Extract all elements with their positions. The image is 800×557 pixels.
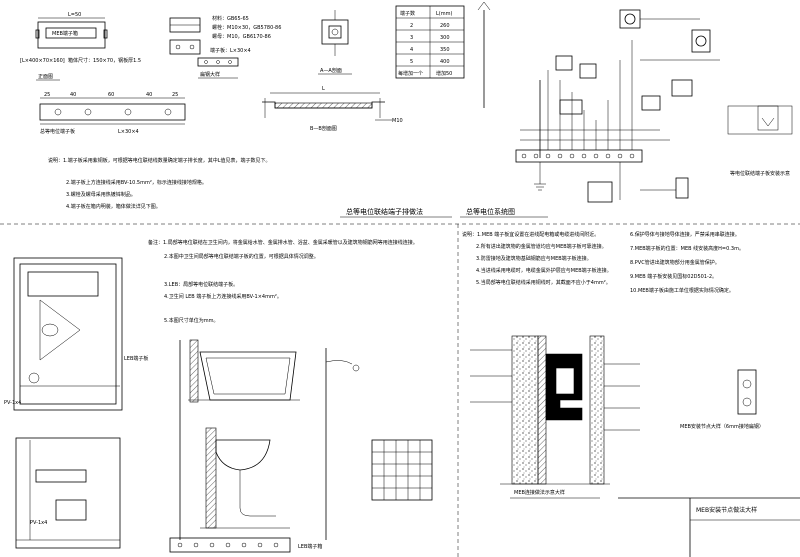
spec-caption: 扁钢大样 [200, 71, 220, 78]
table-cell: 3 [410, 35, 413, 41]
box-note: 箱体尺寸：150×70，钢板厚1.5 [68, 57, 141, 64]
title-block-text: MEB安装节点做法大样 [696, 506, 757, 514]
table-cell: 400 [440, 59, 450, 65]
table-cell: 增加50 [436, 70, 452, 77]
bar-note: L×30×4 [118, 129, 139, 135]
table-cell: 2 [410, 23, 413, 29]
section-bb: L M10 B—B剖面图 [262, 86, 403, 132]
table-cell: 260 [440, 23, 450, 29]
tile-grid [371, 439, 433, 501]
bar-dim-1: 40 [70, 92, 76, 98]
leb-terminal-bottom: LEB端子箱 [169, 537, 322, 553]
right-bolt-detail: MEB安装节点大样（6mm接地扁钢） [680, 369, 764, 430]
note-mid-1: 2.本图中卫生间局部等电位联结端子板的位置，可根据具体情况调整。 [164, 253, 319, 260]
notes-middle: 备注：1.局部等电位联结在卫生间内，将金属给水管、金属排水管、浴盆、金属采暖管以… [148, 239, 418, 324]
table-cell: 300 [440, 35, 450, 41]
terminal-bar-drawing: 25 40 60 40 25 总等电位端子板 L×30×4 [39, 92, 186, 135]
box-dim-top: L=50 [68, 12, 81, 18]
bar-dim-2: 60 [108, 92, 114, 98]
pv-label-plan: PV-1x4 [4, 400, 21, 406]
title-block: MEB安装节点做法大样 [618, 497, 800, 557]
spec-small: 端子板：L×30×4 [210, 47, 251, 54]
bathtub-detail [179, 339, 300, 540]
section-tag: M10 [392, 118, 403, 124]
meb-bottom-caption: MEB连接做法示意大样 [514, 489, 565, 496]
table-cell: 4 [410, 47, 413, 53]
bar-label: 总等电位端子板 [40, 128, 75, 135]
bar-dim-3: 40 [146, 92, 152, 98]
note-rl-2: 3.防雷接地及建筑物基础钢筋应与MEB端子板连接。 [476, 255, 592, 262]
note-ul-2: 3.螺栓及螺母采用热镀锌制品。 [66, 191, 136, 198]
small-square-detail: A—A剖面 [318, 10, 352, 75]
spec-line-2: 螺母：M10，GB6170-86 [212, 33, 271, 40]
small-box-label: A—A剖面 [320, 67, 342, 74]
note-rl-4: 5.当局部等电位联结线采用铜线时，其截面不应小于4mm²。 [476, 279, 611, 286]
spec-line-1: 螺栓：M10×30，GB5780-86 [212, 24, 281, 31]
legend-note: 等电位联结端子板安装示意 [730, 170, 790, 177]
terminal-box-plan: L=50 MEB端子箱 [L×400×70×160] 箱体尺寸：150×70，钢… [20, 12, 141, 81]
note-ul-0: 说明：1.端子板采用紫铜板，可根据等电位联结线数量确定端子排长度，其中L值见表，… [48, 157, 271, 164]
shower-detail [325, 348, 360, 540]
note-rr-4: 10.MEB端子板由施工单位根据实际情况确定。 [630, 287, 734, 294]
note-rr-0: 6.保护导体与接地导体连接，严禁采用串联连接。 [630, 231, 740, 238]
table-header-1: L(mm) [436, 11, 452, 17]
bar-dim-0: 25 [44, 92, 50, 98]
washbasin-detail [200, 427, 290, 529]
size-table: 端子数 L(mm) 2 260 3 300 4 350 5 400 每增加一个 … [395, 5, 465, 79]
box-caption: [L×400×70×160] [20, 58, 65, 64]
title-equipotential-system: 总等电位系统图 [466, 207, 515, 216]
note-ul-3: 4.端子板在箱内明装，箱体做法详见下图。 [66, 203, 161, 210]
note-mid-0: 备注：1.局部等电位联结在卫生间内，将金属给水管、金属排水管、浴盆、金属采暖管以… [148, 239, 418, 246]
table-cell: 350 [440, 47, 450, 53]
note-rl-3: 4.当进线采用电缆时，电缆金属外护层应与MEB端子板连接。 [476, 267, 612, 274]
plan-label: 正面图 [38, 74, 53, 80]
leb-box2-label: LEB端子箱 [298, 543, 322, 550]
equipotential-system-diagram: 等电位联结端子板安装示意 [477, 1, 793, 203]
spec-line-0: 材料：GB65-65 [212, 15, 249, 22]
notes-upper-left: 说明：1.端子板采用紫铜板，可根据等电位联结线数量确定端子排长度，其中L值见表，… [48, 157, 271, 210]
leb-box-label: LEB端子板 [124, 355, 148, 362]
bathroom-plan: LEB端子板 PV-1x4 [4, 257, 148, 411]
note-mid-4: 5.本图尺寸单位为mm。 [164, 317, 219, 324]
section-dim: L [322, 86, 325, 92]
note-rl-0: 说明：1.MEB 端子板宜设置在进线配电箱或电缆进线间附近。 [462, 231, 599, 238]
right-caption: MEB安装节点大样（6mm接地扁钢） [680, 423, 764, 430]
note-ul-1: 2.端子板上方连接线采用BV-10.5mm²，标示连接线接地规格。 [66, 179, 207, 186]
box-inner-label: MEB端子箱 [52, 30, 78, 37]
table-cell: 5 [410, 59, 413, 65]
meb-connection-section: MEB连接做法示意大样 [470, 335, 640, 499]
note-mid-3: 4.卫生间 LEB 端子板上方连接线采用BV-1×4mm²。 [164, 293, 282, 300]
notes-right: 说明：1.MEB 端子板宜设置在进线配电箱或电缆进线间附近。 2.所有进出建筑物… [462, 231, 744, 294]
note-mid-2: 3.LEB：局部等电位联结端子板。 [164, 281, 238, 288]
clamp-spec: 材料：GB65-65 螺栓：M10×30，GB5780-86 螺母：M10，GB… [169, 15, 281, 79]
table-cell: 每增加一个 [398, 70, 423, 77]
note-rr-2: 8.PVC管进出建筑物部分用金属管保护。 [630, 259, 720, 266]
pv-label-elev: PV-1x4 [30, 520, 47, 526]
section-label: B—B剖面图 [310, 125, 337, 132]
note-rl-1: 2.所有进出建筑物的金属管道均应与MEB端子板可靠连接。 [476, 243, 607, 250]
title-terminal-box: 总等电位联结端子排做法 [346, 207, 423, 216]
note-rr-1: 7.MEB端子板的位置：MEB 线安装高度H=0.3m。 [630, 245, 744, 252]
note-rr-3: 9.MEB 端子板安装见国标02D501-2。 [630, 273, 717, 280]
bathroom-elevation: PV-1x4 [15, 437, 121, 549]
bar-dim-4: 25 [172, 92, 178, 98]
table-header-0: 端子数 [400, 10, 415, 17]
